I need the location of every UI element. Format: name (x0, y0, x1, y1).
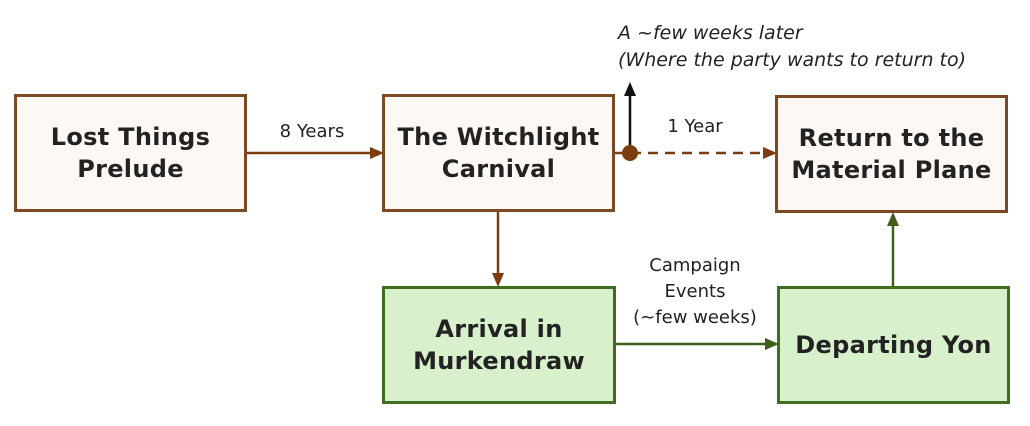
annotation-few-weeks-later: A ~few weeks later (Where the party want… (618, 22, 967, 71)
arrowhead-departing-to-return (887, 212, 899, 226)
arrowhead-up-annotation (624, 82, 636, 96)
node-label: Lost Things Prelude (50, 123, 211, 183)
edge-label-1-year: 1 Year (667, 116, 723, 137)
arrowhead-lost-to-witchlight (370, 147, 384, 159)
edge-label-campaign-events: Campaign Events (~few weeks) (633, 255, 757, 328)
edge-label-8-years: 8 Years (279, 121, 345, 142)
arrowhead-witchlight-to-arrival (492, 273, 504, 287)
node-label: Return to the Material Plane (791, 124, 992, 184)
node-departing-yon: Departing Yon (777, 286, 1010, 404)
branch-dot (622, 145, 638, 161)
arrowhead-witchlight-to-return (763, 147, 777, 159)
node-label: Arrival in Murkendraw (413, 315, 585, 375)
node-lost-things-prelude: Lost Things Prelude (14, 94, 247, 212)
node-return-material-plane: Return to the Material Plane (775, 95, 1008, 213)
node-label: Departing Yon (795, 331, 992, 359)
node-label: The Witchlight Carnival (397, 123, 600, 183)
arrowhead-arrival-to-departing (765, 338, 779, 350)
node-witchlight-carnival: The Witchlight Carnival (382, 94, 615, 212)
node-arrival-murkendraw: Arrival in Murkendraw (382, 286, 616, 404)
